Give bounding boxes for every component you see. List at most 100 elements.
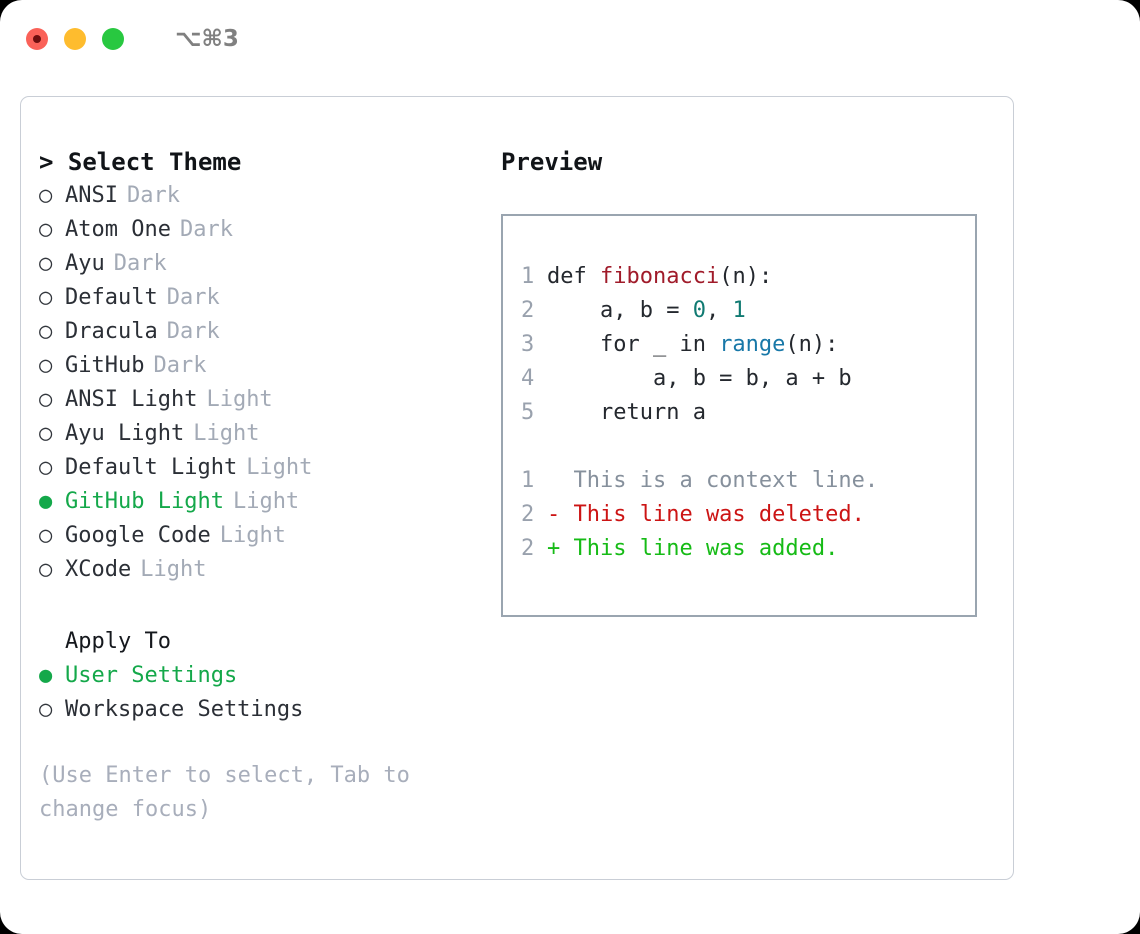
theme-option-category: Dark	[113, 251, 167, 276]
theme-option-label: GitHub Light	[65, 489, 224, 514]
diff-line-number: 2	[521, 502, 535, 527]
theme-option-label: Default Light	[65, 455, 238, 480]
theme-option-category: Dark	[153, 353, 207, 378]
diff-line-context: 1 This is a context line.	[521, 464, 967, 498]
code-token-plain: return a	[547, 400, 706, 425]
code-token-plain: a, b = b, a + b	[547, 366, 852, 391]
code-line-content: a, b = 0, 1	[547, 294, 746, 328]
apply-to-option-workspace-settings[interactable]: ○ Workspace Settings	[39, 693, 489, 727]
maximize-window-button[interactable]	[102, 28, 124, 50]
theme-option-label: ANSI	[65, 183, 118, 208]
radio-selected-icon: ●	[39, 489, 53, 514]
theme-option-ansi[interactable]: ○ ANSI Dark	[39, 179, 489, 213]
diff-line-content: This is a context line.	[547, 468, 879, 493]
theme-option-label: Ayu Light	[65, 421, 185, 446]
code-token-plain: (n):	[785, 332, 839, 357]
code-line: 2 a, b = 0, 1	[521, 294, 967, 328]
radio-unselected-icon: ○	[39, 319, 53, 344]
code-line-number: 1	[521, 264, 535, 289]
radio-unselected-icon: ○	[39, 557, 53, 582]
apply-to-option-label: User Settings	[65, 663, 238, 688]
code-line-content: a, b = b, a + b	[547, 362, 852, 396]
code-line-content: for _ in range(n):	[547, 328, 838, 362]
theme-option-label: Ayu	[65, 251, 105, 276]
theme-option-google-code[interactable]: ○ Google Code Light	[39, 519, 489, 553]
apply-to-option-label: Workspace Settings	[65, 697, 304, 722]
diff-line-deleted: 2 - This line was deleted.	[521, 498, 967, 532]
theme-option-category: Light	[206, 387, 273, 412]
radio-unselected-icon: ○	[39, 697, 53, 722]
code-token-plain: for _ in	[547, 332, 720, 357]
apply-to-option-user-settings[interactable]: ●User Settings	[39, 659, 489, 693]
code-line: 1 def fibonacci(n):	[521, 260, 967, 294]
close-window-button[interactable]	[26, 28, 48, 50]
radio-unselected-icon: ○	[39, 285, 53, 310]
code-line-content: return a	[547, 396, 706, 430]
code-line: 4 a, b = b, a + b	[521, 362, 967, 396]
apply-to-option-list[interactable]: ●User Settings ○ Workspace Settings	[39, 659, 489, 727]
radio-unselected-icon: ○	[39, 183, 53, 208]
page-title-text: Select Theme	[67, 148, 242, 176]
code-token-num: 0	[692, 298, 706, 323]
title-bar: ⌥⌘3	[0, 0, 1140, 78]
page-title: > Select Theme	[39, 145, 489, 179]
code-line-number: 5	[521, 400, 535, 425]
theme-option-category: Dark	[126, 183, 180, 208]
theme-option-label: Atom One	[65, 217, 171, 242]
diff-line-content: + This line was added.	[547, 536, 839, 561]
theme-option-github[interactable]: ○ GitHub Dark	[39, 349, 489, 383]
theme-option-category: Light	[232, 489, 300, 514]
radio-unselected-icon: ○	[39, 353, 53, 378]
theme-option-category: Light	[219, 523, 286, 548]
code-blank-line	[521, 430, 967, 464]
code-token-plain: ,	[705, 298, 733, 323]
theme-option-default[interactable]: ○ Default Dark	[39, 281, 489, 315]
code-line-number: 2	[521, 298, 535, 323]
code-line: 3 for _ in range(n):	[521, 328, 967, 362]
radio-unselected-icon: ○	[39, 421, 53, 446]
code-token-plain: a, b =	[547, 298, 693, 323]
preview-title: Preview	[501, 148, 603, 176]
theme-option-category: Light	[140, 557, 207, 582]
prompt-caret-icon: >	[39, 148, 54, 176]
radio-unselected-icon: ○	[39, 523, 53, 548]
code-line: 5 return a	[521, 396, 967, 430]
theme-option-label: Google Code	[65, 523, 211, 548]
theme-option-atom-one[interactable]: ○ Atom One Dark	[39, 213, 489, 247]
theme-option-xcode[interactable]: ○ XCode Light	[39, 553, 489, 587]
theme-option-label: Dracula	[65, 319, 158, 344]
theme-option-label: Default	[65, 285, 158, 310]
theme-option-label: XCode	[65, 557, 132, 582]
code-line-content: def fibonacci(n):	[547, 260, 772, 294]
theme-option-github-light[interactable]: ● GitHub Light Light	[39, 485, 489, 519]
theme-option-category: Dark	[166, 319, 220, 344]
diff-line-content: - This line was deleted.	[547, 502, 865, 527]
code-line-number: 4	[521, 366, 535, 391]
code-token-plain: def	[547, 264, 600, 289]
theme-option-category: Dark	[166, 285, 220, 310]
keyboard-shortcut-label: ⌥⌘3	[175, 25, 239, 52]
section-spacer	[39, 587, 489, 625]
diff-line-added: 2 + This line was added.	[521, 532, 967, 566]
radio-unselected-icon: ○	[39, 217, 53, 242]
code-token-plain: (n):	[719, 264, 773, 289]
diff-line-number: 2	[521, 536, 535, 561]
theme-option-dracula[interactable]: ○ Dracula Dark	[39, 315, 489, 349]
minimize-window-button[interactable]	[64, 28, 86, 50]
theme-option-category: Dark	[179, 217, 233, 242]
diff-block: 1 This is a context line. 2 - This line wa…	[521, 464, 967, 566]
theme-option-label: GitHub	[65, 353, 145, 378]
radio-unselected-icon: ○	[39, 387, 53, 412]
code-line-number: 3	[521, 332, 535, 357]
